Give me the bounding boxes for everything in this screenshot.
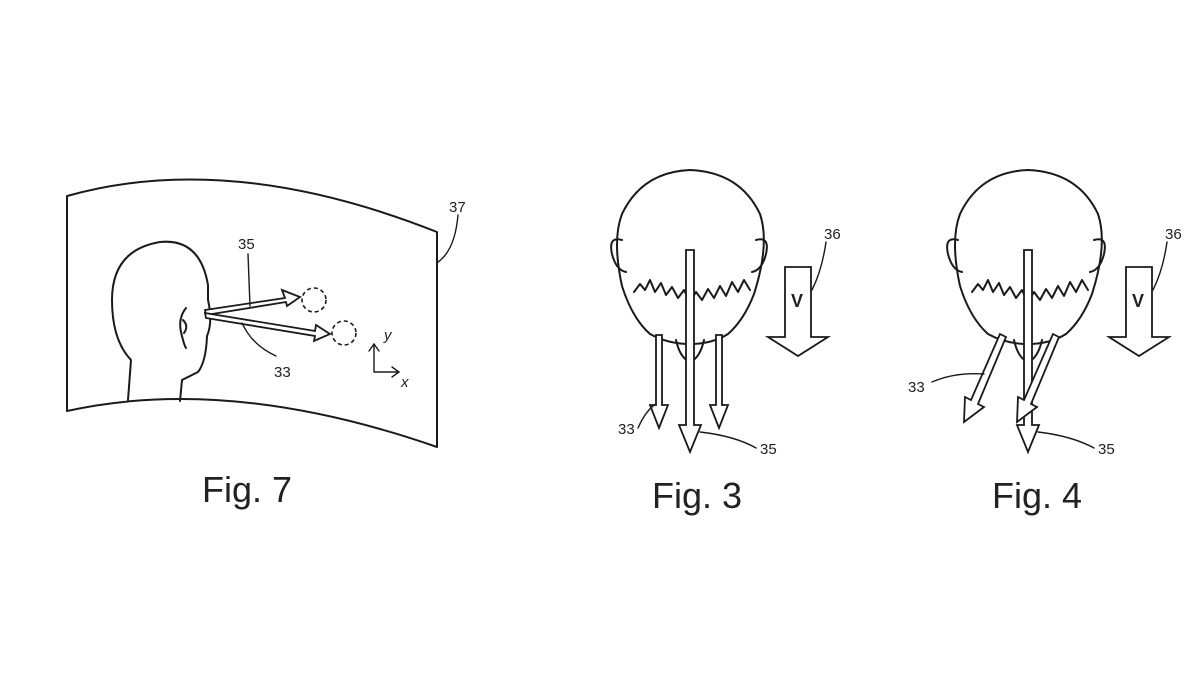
- ref-numeral-37: 37: [449, 199, 466, 216]
- velocity-arrow: [764, 266, 832, 358]
- gaze-target-lower: [331, 320, 357, 346]
- gaze-arrow-35: [203, 288, 302, 317]
- head-outline: [616, 169, 765, 345]
- ref-numeral-33: 33: [908, 379, 925, 396]
- axis-y-label: y: [383, 327, 393, 344]
- ref-numeral-35: 35: [760, 441, 777, 458]
- leader-line-33: [241, 322, 277, 357]
- leader-line-35: [1037, 431, 1095, 449]
- velocity-symbol: V: [1132, 291, 1144, 311]
- ref-numeral-35: 35: [238, 236, 255, 253]
- leader-line-35: [247, 253, 251, 307]
- gaze-arrow-33: [203, 311, 332, 343]
- right-ear-icon: [1089, 238, 1106, 273]
- velocity-symbol: V: [791, 291, 803, 311]
- leader-line-33: [931, 372, 985, 383]
- ref-numeral-33: 33: [618, 421, 635, 438]
- gaze-arrow-right: [1016, 332, 1061, 424]
- gaze-arrow-33: [648, 334, 670, 431]
- leader-line-36: [811, 241, 827, 291]
- gaze-arrow-35: [1015, 249, 1041, 455]
- gaze-arrow-right: [708, 334, 730, 431]
- curved-display-screen: [66, 178, 438, 448]
- ref-numeral-36: 36: [1165, 226, 1182, 243]
- ref-numeral-35: 35: [1098, 441, 1115, 458]
- gaze-arrow-35: [677, 249, 703, 455]
- figure-caption: Fig. 7: [202, 469, 292, 510]
- left-ear-icon: [610, 238, 627, 273]
- ref-numeral-33: 33: [274, 364, 291, 381]
- axis-x-label: x: [400, 374, 409, 391]
- figure-3: V 36 33 35 Fig. 3: [610, 169, 841, 516]
- gaze-arrow-33: [963, 332, 1008, 424]
- ear-icon: [179, 307, 188, 349]
- velocity-arrow: [1105, 266, 1173, 358]
- figure-caption: Fig. 4: [992, 475, 1082, 516]
- ref-numeral-36: 36: [824, 226, 841, 243]
- figure-7: 37 35 33 y x Fig. 7: [66, 178, 466, 510]
- leader-line-36: [1152, 241, 1168, 291]
- right-ear-icon: [751, 238, 768, 273]
- figure-4: V 36 33 35 Fig. 4: [908, 169, 1182, 516]
- gaze-target-upper: [301, 287, 327, 313]
- figure-caption: Fig. 3: [652, 475, 742, 516]
- leader-line-37: [437, 214, 459, 263]
- axis-glyph: [368, 342, 401, 378]
- leader-line-33: [637, 403, 657, 429]
- leader-line-35: [699, 431, 757, 449]
- user-head-profile: [111, 240, 212, 402]
